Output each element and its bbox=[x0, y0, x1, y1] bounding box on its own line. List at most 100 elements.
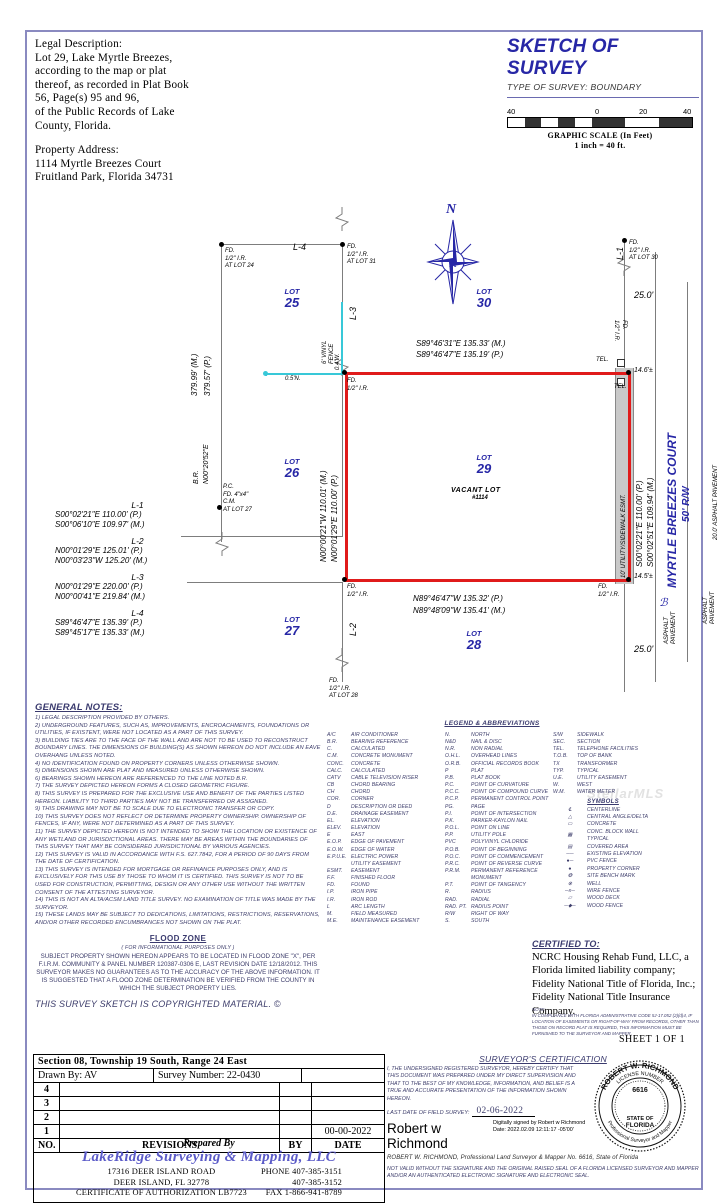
scale-equivalence: 1 inch = 40 ft. bbox=[574, 141, 626, 150]
legend-meaning: MAINTENANCE EASEMENT bbox=[351, 918, 420, 925]
symbol-glyph-icon: ⊗ bbox=[567, 880, 573, 887]
legend-abbr: D.E. bbox=[327, 810, 338, 817]
note-item: 13) THIS SURVEY IS INTENDED FOR MORTGAGE… bbox=[35, 866, 305, 896]
scale-tick-3: 40 bbox=[683, 107, 692, 116]
legend-row: P.C.P.PERMANENT CONTROL POINT bbox=[445, 796, 553, 803]
legend-abbr: FD. bbox=[327, 882, 336, 889]
note-item: 1) LEGAL DESCRIPTION PROVIDED BY OTHERS. bbox=[35, 715, 170, 721]
survey-number-label: Survey Number: bbox=[158, 1070, 225, 1081]
revision-date bbox=[312, 1083, 384, 1096]
symbol-row: ▭CONCRETE bbox=[553, 821, 653, 828]
line-table-measured: S00°06'10"E 109.97' (M.) bbox=[55, 520, 145, 529]
legend-abbr: T.O.B. bbox=[553, 753, 568, 760]
legend-row: P.T.POINT OF TANGENCY bbox=[445, 882, 553, 889]
line-break-symbol-top bbox=[334, 207, 350, 231]
legend-meaning: SECTION bbox=[577, 739, 601, 746]
legend-meaning: TYPICAL bbox=[577, 767, 599, 774]
legend-abbr: P bbox=[445, 767, 449, 774]
line-table-id: L-1 bbox=[131, 500, 144, 510]
line-table-plat: N00°01'29"E 220.00' (P.) bbox=[55, 582, 143, 591]
boundary-east bbox=[628, 372, 631, 582]
legend-row: UTILITY EASEMENT bbox=[327, 861, 445, 868]
legend-meaning: PLAT bbox=[471, 767, 484, 774]
section-township-range: Section 08, Township 19 South, Range 24 … bbox=[38, 1056, 248, 1067]
symbol-label: EXISTING ELEVATION bbox=[587, 851, 642, 857]
legend-row: R.RADIUS bbox=[445, 889, 553, 896]
legend-meaning: CHORD bbox=[351, 789, 371, 796]
legend-row: W.M.WATER METER bbox=[553, 789, 653, 796]
symbol-row: ▱WOOD DECK bbox=[553, 895, 653, 902]
symbol-glyph-icon: ● bbox=[568, 865, 572, 872]
legend-meaning: NAIL & DISC bbox=[471, 739, 502, 746]
line-table: L-1 S00°02'21"E 110.00' (P.) S00°06'10"E… bbox=[55, 500, 220, 638]
legend-row: CONC.CONCRETE bbox=[327, 761, 445, 768]
legend-row: P.C.C.POINT OF COMPOUND CURVE bbox=[445, 789, 553, 796]
corner-marker-ne bbox=[626, 370, 631, 375]
legend-abbr: M. bbox=[327, 910, 333, 917]
symbols-heading: SYMBOLS bbox=[587, 799, 619, 806]
legend-meaning: FOUND bbox=[351, 882, 370, 889]
copyright-notice: THIS SURVEY SKETCH IS COPYRIGHTED MATERI… bbox=[35, 998, 281, 1009]
corner-marker-sw bbox=[342, 577, 347, 582]
note-item: 14) THIS IS NOT AN ALTA/ACSM LAND TITLE … bbox=[35, 897, 316, 911]
legend-row: M.E.MAINTENANCE EASEMENT bbox=[327, 918, 445, 925]
legend-meaning: RADIUS bbox=[471, 889, 491, 896]
surveyor-certification-block: SURVEYOR'S CERTIFICATION I, THE UNDERSIG… bbox=[387, 1054, 699, 1180]
symbols-list: ℄CENTERLINE△CENTRAL ANGLE/DELTA▭CONCRETE… bbox=[553, 807, 653, 911]
legend-abbr: CH bbox=[327, 789, 335, 796]
legend-row: F.F.FINISHED FLOOR bbox=[327, 875, 445, 882]
legend-row: I.P.IRON PIPE bbox=[327, 889, 445, 896]
revision-by bbox=[280, 1097, 312, 1110]
legend-abbr: P.P. bbox=[445, 832, 454, 839]
legend-abbr: TX bbox=[553, 760, 560, 767]
corner-marker-nw bbox=[342, 370, 347, 375]
legend-abbr: CB bbox=[327, 782, 335, 789]
asphalt-pavement-label-1: ASPHALT PAVEMENT bbox=[664, 611, 677, 644]
legend-row: W.WEST bbox=[553, 782, 653, 789]
legend-abbr: P.I. bbox=[445, 810, 453, 817]
symbol-row: ─x─WIRE FENCE bbox=[553, 888, 653, 895]
company-name: LakeRidge Surveying & Mapping, LLC bbox=[82, 1149, 336, 1165]
legend-meaning: EASEMENT bbox=[351, 867, 380, 874]
legend-meaning: POINT OF CURVATURE bbox=[471, 782, 530, 789]
line-table-row: L-2 N00°01'29"E 125.01' (P.) N00°03'23"W… bbox=[55, 536, 220, 566]
general-notes-block: GENERAL NOTES: 1) LEGAL DESCRIPTION PROV… bbox=[35, 702, 321, 1009]
flood-zone-body: SUBJECT PROPERTY SHOWN HEREON APPEARS TO… bbox=[36, 952, 320, 993]
survey-sheet: Legal Description: Lot 29, Lake Myrtle B… bbox=[25, 30, 719, 1203]
note-item: 10) THIS SURVEY DOES NOT REFLECT OR DETE… bbox=[35, 813, 306, 828]
tel-label-2: TEL. bbox=[614, 384, 627, 390]
symbol-glyph-icon: ❂ bbox=[567, 873, 573, 880]
legend-abbr: P.C.P. bbox=[445, 796, 460, 803]
symbol-label: WELL bbox=[587, 880, 602, 887]
line-break-symbol-bottom bbox=[334, 648, 350, 672]
svg-text:FLORIDA: FLORIDA bbox=[626, 1122, 655, 1129]
symbol-row: ▤COVERED AREA bbox=[553, 844, 653, 851]
surveyor-signature: Robert w Richmond bbox=[387, 1121, 448, 1152]
page-title: SKETCH OF SURVEY bbox=[507, 36, 619, 79]
line-id-L4-top: L-4 bbox=[293, 242, 307, 252]
revision-header-no: NO. bbox=[34, 1139, 60, 1152]
legend-abbr: ELEV. bbox=[327, 825, 342, 832]
legend-abbr: PVC bbox=[445, 839, 456, 846]
surveyor-certification-body: I, THE UNDERSIGNED REGISTERED SURVEYOR, … bbox=[387, 1066, 576, 1102]
symbol-label: SITE BENCH MARK bbox=[587, 873, 636, 880]
legend-meaning: UTILITY EASEMENT bbox=[577, 774, 627, 781]
legend-meaning: EDGE OF PAVEMENT bbox=[351, 839, 405, 846]
legend-abbr: E.P.U.E. bbox=[327, 853, 347, 860]
legend-abbr: COR. bbox=[327, 796, 341, 803]
legend-meaning: POINT OF TANGENCY bbox=[471, 882, 526, 889]
south-line-measured: N89°48'09"W 135.41' (M.) bbox=[413, 606, 506, 615]
legend-abbr: CONC. bbox=[327, 760, 344, 767]
rw-east-line bbox=[687, 282, 688, 662]
east-line-measured: S00°02'51"E 109.94' (M.) bbox=[646, 477, 655, 567]
certified-to-heading: CERTIFIED TO: bbox=[532, 939, 600, 949]
scale-caption: GRAPHIC SCALE (In Feet) bbox=[547, 131, 653, 140]
legend-row: O.H.L.OVERHEAD LINES bbox=[445, 753, 553, 760]
revision-row: 3 bbox=[34, 1097, 384, 1111]
company-contact: PHONE 407-385-3151 407-385-3152 FAX 1-86… bbox=[261, 1167, 342, 1199]
line-table-row: L-3 N00°01'29"E 220.00' (P.) N00°00'41"E… bbox=[55, 572, 220, 602]
fence-label: 6' VINYL FENCE bbox=[322, 340, 335, 365]
north-label: N bbox=[446, 202, 457, 217]
